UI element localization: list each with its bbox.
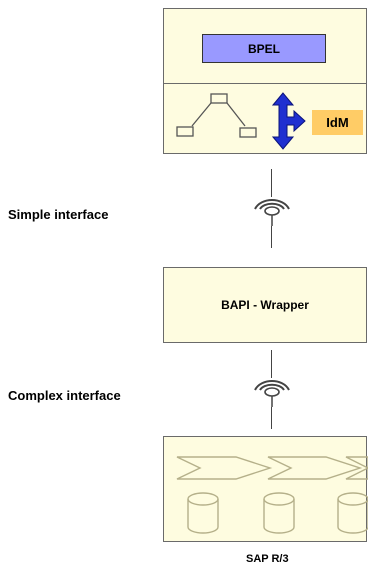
idm-box: IdM	[312, 110, 363, 135]
idm-label: IdM	[326, 115, 349, 130]
complex-interface-label: Complex interface	[8, 388, 121, 403]
sap-r3-caption: SAP R/3	[246, 553, 289, 565]
database-icon-3	[337, 492, 368, 534]
bapi-wrapper-label: BAPI - Wrapper	[221, 298, 309, 312]
socket-icon-lower	[254, 380, 290, 407]
upper-connector-line-lower	[271, 226, 272, 248]
bpel-label: BPEL	[247, 41, 280, 56]
sap-system-box	[163, 436, 368, 542]
bpel-container: BPEL	[163, 8, 367, 84]
simple-interface-label: Simple interface	[8, 207, 109, 222]
three-way-arrow-icon	[272, 92, 306, 150]
chevron-shape-2	[267, 456, 363, 480]
bpel-box: BPEL	[202, 34, 326, 63]
upper-connector-line	[271, 169, 272, 197]
socket-icon-upper	[254, 199, 290, 226]
chevron-shape-1	[176, 456, 273, 480]
lower-connector-line	[271, 350, 272, 378]
engine-container: IdM	[163, 83, 367, 154]
lower-connector-line-lower	[271, 407, 272, 429]
chevron-shape-3	[345, 456, 368, 480]
process-tree-icon	[176, 93, 257, 138]
bapi-wrapper-box: BAPI - Wrapper	[163, 267, 367, 343]
process-chevrons	[176, 456, 368, 480]
database-icon-1	[187, 492, 219, 534]
top-component: BPEL IdM	[163, 8, 367, 154]
database-icon-2	[263, 492, 295, 534]
